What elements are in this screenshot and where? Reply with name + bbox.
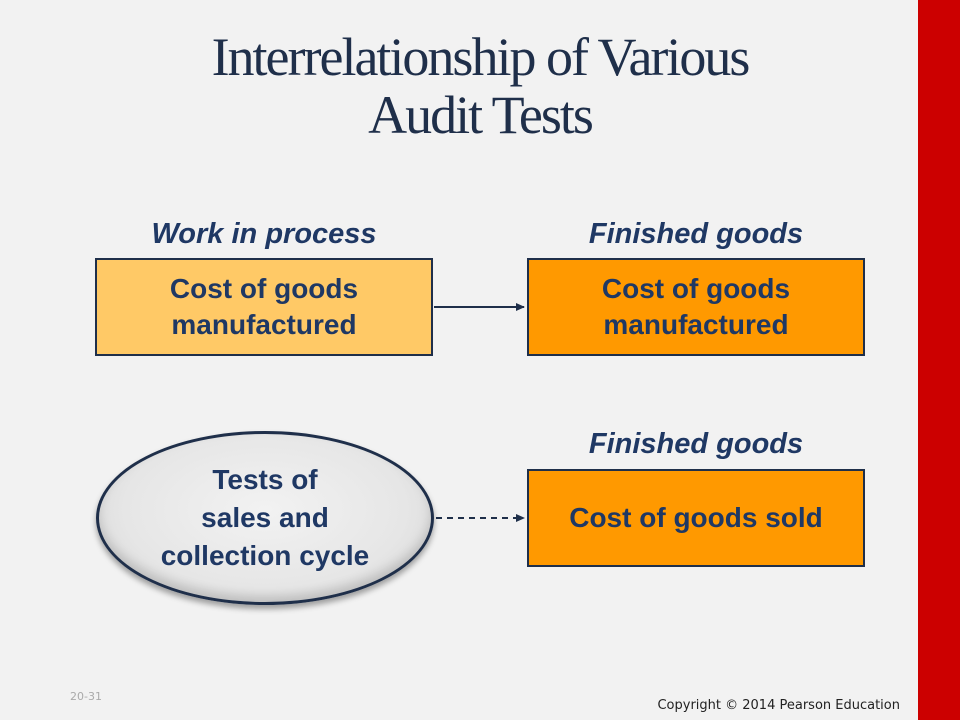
cost-of-goods-sold-box: Cost of goods sold	[527, 469, 865, 567]
title-line-2: Audit Tests	[368, 85, 594, 145]
wip-box-line-1: Cost of goods	[169, 273, 359, 304]
fg-box-line-2: manufactured	[603, 309, 789, 340]
cogs-box-text: Cost of goods sold	[569, 502, 823, 533]
fg-box-line-1: Cost of goods	[601, 273, 791, 304]
finished-goods-label-bottom: Finished goods	[588, 428, 804, 460]
slide-number: 20-31	[70, 690, 102, 703]
tests-of-sales-and-collection-ellipse: Tests of sales and collection cycle	[96, 431, 434, 605]
ellipse-line-1: Tests of	[212, 464, 318, 495]
accent-bar	[918, 0, 960, 720]
slide-title: Interrelationship of Various Audit Tests	[60, 28, 900, 144]
work-in-process-label: Work in process	[151, 218, 377, 250]
wip-cost-of-goods-manufactured-box: Cost of goods manufactured	[95, 258, 433, 356]
wip-box-line-2: manufactured	[171, 309, 357, 340]
fg-cost-of-goods-manufactured-box: Cost of goods manufactured	[527, 258, 865, 356]
title-line-1: Interrelationship of Various	[211, 27, 751, 87]
copyright-text: Copyright © 2014 Pearson Education	[657, 698, 900, 713]
finished-goods-label-top: Finished goods	[588, 218, 804, 250]
ellipse-line-3: collection cycle	[160, 540, 370, 571]
ellipse-line-2: sales and	[201, 502, 329, 533]
